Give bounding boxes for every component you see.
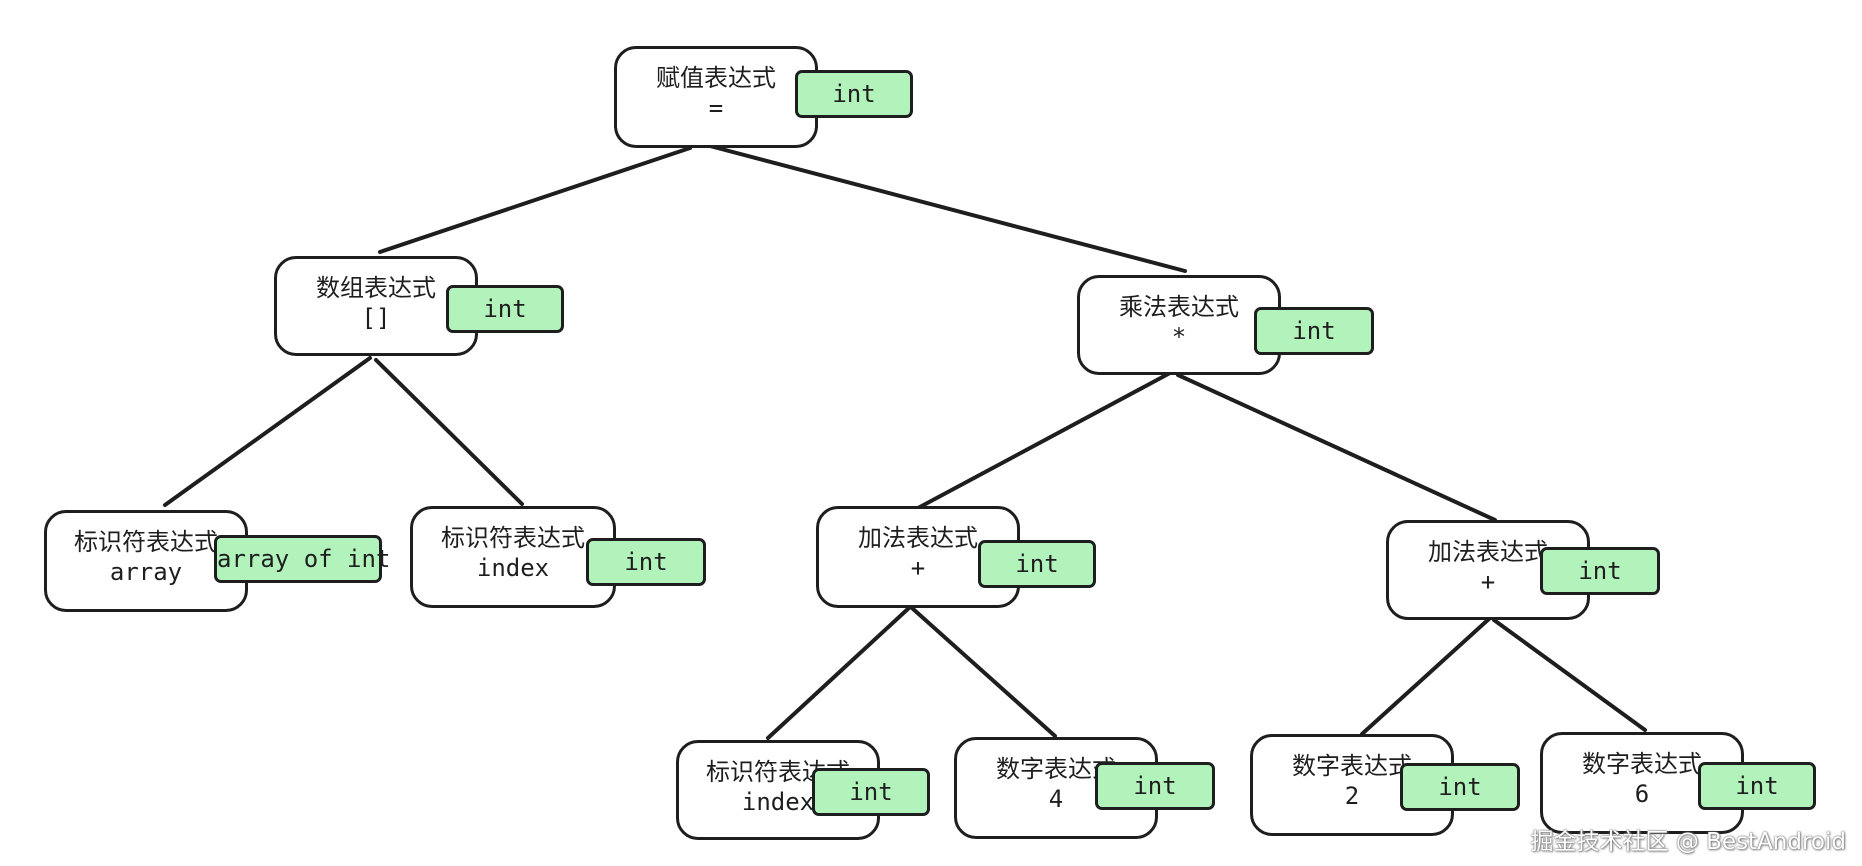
node-operator-label: index [476, 554, 550, 582]
node-operator-label: index [741, 788, 815, 816]
node-kind-label: 赋值表达式 [656, 64, 776, 92]
type-tag-num4: int [1095, 762, 1215, 810]
node-kind-label: 标识符表达式 [441, 524, 585, 552]
edge-mul-add2 [1176, 373, 1497, 522]
edge-array-id_array [163, 356, 372, 507]
node-operator-label: [] [361, 304, 391, 332]
edge-add2-num6 [1492, 618, 1647, 732]
node-kind-label: 加法表达式 [858, 524, 978, 552]
node-operator-label: * [1171, 323, 1187, 351]
node-operator-label: 6 [1634, 780, 1650, 808]
type-tag-id-array: array of int [214, 535, 390, 583]
node-operator-label: 4 [1048, 785, 1064, 813]
identifier-expression-node-index-2: 标识符表达式 index [676, 740, 880, 840]
node-kind-label: 乘法表达式 [1119, 293, 1239, 321]
identifier-expression-node-index: 标识符表达式 index [410, 506, 616, 608]
node-operator-label: + [910, 554, 926, 582]
type-tag-mul: int [1254, 307, 1374, 355]
edge-array-id_index [374, 358, 524, 506]
type-tag-id-index: int [586, 538, 706, 586]
assign-expression-node: 赋值表达式 = [614, 46, 818, 148]
edge-add1-num4 [910, 606, 1057, 738]
node-kind-label: 标识符表达式 [74, 528, 218, 556]
watermark: 掘金技术社区 @ BestAndroid [1530, 829, 1846, 855]
type-tag-assign: int [795, 70, 913, 118]
type-tag-add2: int [1540, 547, 1660, 595]
mul-expression-node: 乘法表达式 * [1077, 275, 1281, 375]
node-operator-label: 2 [1344, 782, 1360, 810]
type-tag-id-index-2: int [812, 768, 930, 816]
type-tag-num2: int [1400, 763, 1520, 811]
node-kind-label: 加法表达式 [1428, 538, 1548, 566]
edge-mul-add1 [916, 371, 1172, 510]
node-operator-label: + [1480, 568, 1496, 596]
type-tag-array: int [446, 285, 564, 333]
node-operator-label: = [708, 94, 724, 122]
node-kind-label: 数组表达式 [316, 274, 436, 302]
edge-assign-mul [708, 144, 1187, 273]
type-tag-add1: int [978, 540, 1096, 588]
node-kind-label: 数字表达式 [1292, 752, 1412, 780]
edge-add2-num2 [1360, 616, 1492, 736]
node-kind-label: 数字表达式 [1582, 750, 1702, 778]
type-tag-num6: int [1698, 762, 1816, 810]
node-operator-label: array [109, 558, 183, 586]
edge-add1-id_index2 [766, 605, 912, 740]
edge-assign-array [378, 146, 692, 254]
